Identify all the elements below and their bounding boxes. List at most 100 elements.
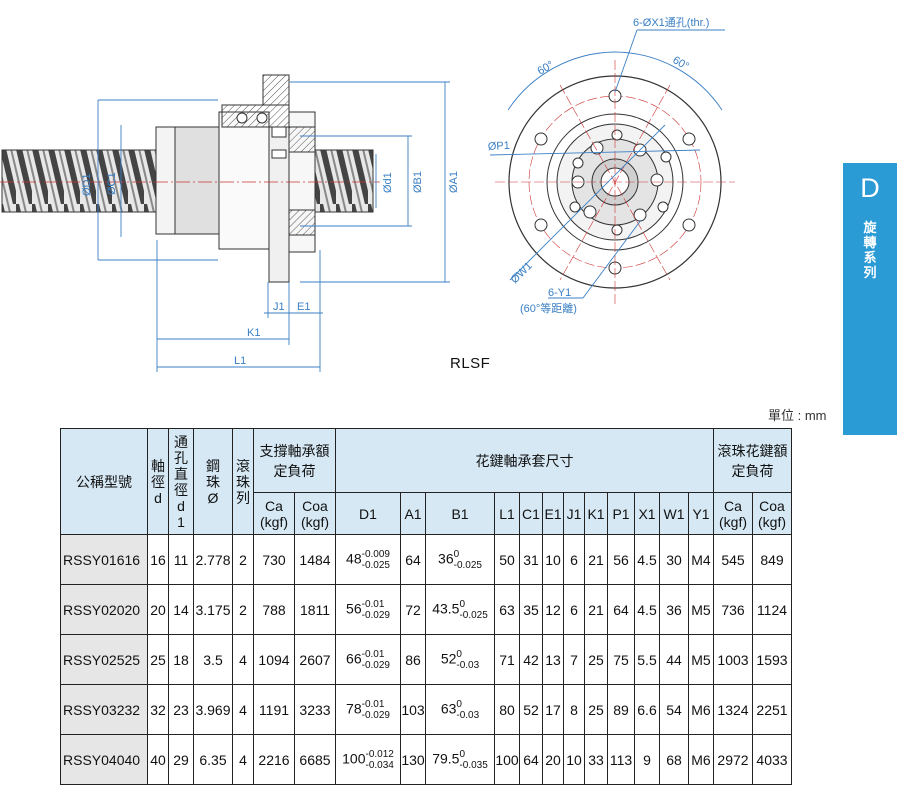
cell-d: 16 [147, 534, 169, 585]
cell-A1: 103 [400, 684, 426, 735]
callout-y1: 6-Y1 [548, 287, 571, 299]
table-row: RSSY02525 25 18 3.5 4 1094 2607 66-0.01-… [60, 634, 792, 685]
dim-e1: E1 [297, 301, 310, 313]
cell-L1: 63 [494, 584, 520, 635]
dim-c1: ØC1 [106, 172, 118, 195]
cell-bcoa: 849 [752, 534, 792, 585]
cell-bcoa: 4033 [752, 734, 792, 785]
cell-model: RSSY01616 [60, 534, 148, 585]
cell-coa: 1484 [294, 534, 336, 585]
cell-ball: 2.778 [193, 534, 233, 585]
cell-model: RSSY03232 [60, 684, 148, 735]
cell-P1: 113 [607, 734, 635, 785]
cell-d1: 23 [168, 684, 194, 735]
cell-K1: 21 [584, 534, 608, 585]
cell-rows: 4 [232, 734, 254, 785]
cell-coa: 6685 [294, 734, 336, 785]
cell-E1: 17 [542, 684, 564, 735]
cell-L1: 71 [494, 634, 520, 685]
section-tab[interactable]: D 旋轉系列 [843, 163, 897, 435]
cell-Y1: M4 [688, 534, 714, 585]
cell-ca: 1191 [253, 684, 295, 735]
cell-ca: 1094 [253, 634, 295, 685]
cell-rows: 4 [232, 684, 254, 735]
header-p1: P1 [607, 492, 635, 535]
header-y1: Y1 [688, 492, 714, 535]
header-shaft: 軸徑d [147, 428, 169, 535]
unit-label: 單位 : mm [768, 408, 827, 423]
side-view-dimensions: ØD1 ØC1 Ød1 ØB1 ØA1 J1 E1 K1 L1 [81, 81, 460, 372]
angle-label-b: 60° [671, 54, 691, 73]
cell-model: RSSY02020 [60, 584, 148, 635]
header-coa: Coa(kgf) [294, 492, 336, 535]
header-d1: D1 [335, 492, 401, 535]
cell-ca: 788 [253, 584, 295, 635]
table-row: RSSY03232 32 23 3.969 4 1191 3233 78-0.0… [60, 684, 792, 735]
cell-bca: 1003 [713, 634, 753, 685]
cell-d1: 29 [168, 734, 194, 785]
header-k1: K1 [584, 492, 608, 535]
cell-bcoa: 1124 [752, 584, 792, 635]
header-ca: Ca(kgf) [253, 492, 295, 535]
header-w1: W1 [659, 492, 689, 535]
cell-Y1: M6 [688, 734, 714, 785]
cell-coa: 1811 [294, 584, 336, 635]
callout-w1: ØW1 [509, 260, 535, 286]
cell-rows: 2 [232, 534, 254, 585]
dim-b1: ØB1 [412, 171, 424, 193]
cell-D1: 78-0.01-0.029 [335, 684, 401, 735]
cell-E1: 20 [542, 734, 564, 785]
cell-W1: 30 [659, 534, 689, 585]
cell-J1: 8 [563, 684, 585, 735]
callout-p1: ØP1 [488, 140, 511, 153]
header-j1: J1 [563, 492, 585, 535]
cell-J1: 10 [563, 734, 585, 785]
cell-ball: 3.175 [193, 584, 233, 635]
front-view: 60° 60° 6-ØX1通孔(thr.) ØP1 ØW1 6-Y1 (60°等… [488, 16, 735, 315]
dim-a1: ØA1 [448, 171, 460, 193]
cell-A1: 86 [400, 634, 426, 685]
cell-J1: 6 [563, 584, 585, 635]
cell-J1: 6 [563, 534, 585, 585]
cell-X1: 4.5 [634, 584, 660, 635]
cell-d1: 14 [168, 584, 194, 635]
section-letter: D [860, 173, 880, 203]
dim-d1: Ød1 [382, 172, 394, 193]
angle-label-a: 60° [536, 59, 556, 78]
cell-d1: 11 [168, 534, 194, 585]
cell-rows: 4 [232, 634, 254, 685]
cell-K1: 21 [584, 584, 608, 635]
cell-d1: 18 [168, 634, 194, 685]
cell-coa: 2607 [294, 634, 336, 685]
callout-y1-note: (60°等距離) [520, 301, 577, 315]
cell-D1: 66-0.01-0.029 [335, 634, 401, 685]
cell-ball: 3.969 [193, 684, 233, 735]
cell-coa: 3233 [294, 684, 336, 735]
callout-holes: 6-ØX1通孔(thr.) [633, 16, 709, 29]
cell-E1: 10 [542, 534, 564, 585]
ball-screw-shaft [1, 149, 374, 213]
header-b1: B1 [425, 492, 495, 535]
header-spline-group: 花鍵軸承套尺寸 [335, 428, 714, 493]
header-sub-row: Ca(kgf) Coa(kgf) D1 A1 B1 L1 C1 E1 J1 K1… [61, 492, 792, 535]
cell-bca: 736 [713, 584, 753, 635]
cell-d: 25 [147, 634, 169, 685]
cell-L1: 80 [494, 684, 520, 735]
dim-l1: L1 [234, 355, 246, 367]
header-bca: Ca(kgf) [713, 492, 753, 535]
dim-d1-outer: ØD1 [81, 173, 93, 196]
cell-bcoa: 2251 [752, 684, 792, 735]
spec-table: 公稱型號 軸徑d 通孔直徑d1 鋼珠Ø 滾珠列 支撐軸承額定負荷 花鍵軸承套尺寸… [60, 428, 792, 785]
cell-E1: 12 [542, 584, 564, 635]
cell-C1: 35 [519, 584, 543, 635]
cell-ca: 730 [253, 534, 295, 585]
cell-X1: 5.5 [634, 634, 660, 685]
table-row: RSSY01616 16 11 2.778 2 730 1484 48-0.00… [60, 534, 792, 585]
cell-ball: 6.35 [193, 734, 233, 785]
cell-bca: 1324 [713, 684, 753, 735]
header-a1: A1 [400, 492, 426, 535]
cell-A1: 72 [400, 584, 426, 635]
